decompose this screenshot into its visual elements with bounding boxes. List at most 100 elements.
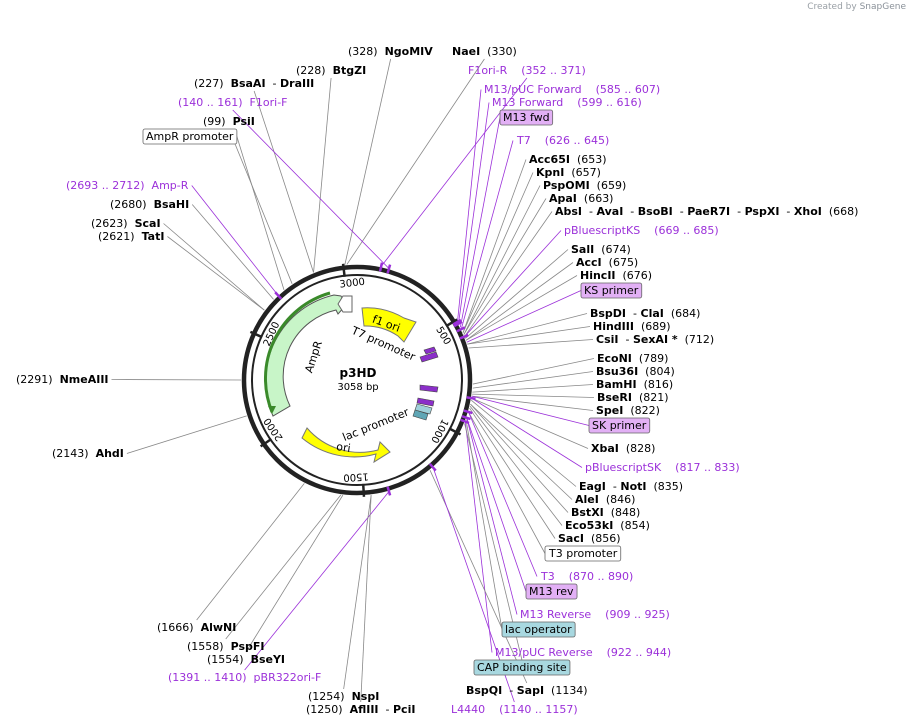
label-box-lacop: [501, 621, 576, 638]
label-afliii-seg-0: (1250): [306, 703, 350, 716]
leader-bseyi: [245, 494, 344, 653]
label-kpni-seg-0: KpnI: [536, 166, 564, 179]
label-m13rev[interactable]: M13 rev: [529, 585, 574, 598]
label-absi-seg-5: -: [673, 205, 687, 218]
label-nspi[interactable]: (1254) NspI: [308, 690, 379, 703]
label-bsahi[interactable]: (2680) BsaHI: [110, 198, 189, 211]
label-naei[interactable]: NaeI (330): [452, 45, 517, 58]
label-ngomiv[interactable]: (328) NgoMIV: [348, 45, 433, 58]
label-bspdi-seg-1: -: [626, 307, 640, 320]
label-lacop[interactable]: lac operator: [505, 623, 572, 636]
label-kpni[interactable]: KpnI (657): [536, 166, 601, 179]
label-hindiii[interactable]: HindIII (689): [593, 320, 671, 333]
leader-m13rev: [466, 417, 527, 592]
label-m13rev-seg-0: M13 rev: [529, 585, 574, 598]
site-marker-t3: [463, 409, 473, 415]
label-ampr-seg-0: (2693 .. 2712) Amp-R: [66, 179, 189, 192]
label-absi-seg-3: -: [623, 205, 637, 218]
label-pbsk[interactable]: pBluescriptSK (817 .. 833): [585, 461, 740, 474]
label-eagi-seg-3: (835): [647, 480, 684, 493]
label-csii[interactable]: CsiI - SexAI * (712): [596, 333, 714, 346]
label-f1orif[interactable]: (140 .. 161) F1ori-F: [178, 96, 287, 109]
label-ksprimer[interactable]: KS primer: [584, 284, 639, 297]
label-m13pucrev[interactable]: M13/pUC Reverse (922 .. 944): [495, 646, 671, 659]
label-absi-seg-11: (668): [822, 205, 859, 218]
label-ahdi[interactable]: (2143) AhdI: [52, 447, 124, 460]
label-bseyi[interactable]: (1554) BseYI: [207, 653, 285, 666]
label-m13fwdbox[interactable]: M13 fwd: [503, 111, 550, 124]
leader-absi: [464, 211, 553, 337]
label-hincii[interactable]: HincII (676): [580, 269, 652, 282]
label-bspqi-seg-0: BspQI: [466, 684, 502, 697]
label-bsu36i[interactable]: Bsu36I (804): [596, 365, 675, 378]
label-xbai[interactable]: XbaI (828): [591, 442, 655, 455]
label-sali[interactable]: SalI (674): [571, 243, 631, 256]
label-pbksks[interactable]: pBluescriptKS (669 .. 685): [564, 224, 719, 237]
credit-text: Created by: [807, 2, 857, 12]
ampr-arrowhead: [268, 406, 276, 414]
label-tati[interactable]: (2621) TatI: [98, 230, 164, 243]
label-saci[interactable]: SacI (856): [558, 532, 621, 545]
leader-pspfi: [225, 494, 342, 640]
label-afliii-seg-2: -: [379, 703, 393, 716]
label-absi[interactable]: AbsI - AvaI - BsoBI - PaeR7I - PspXI - X…: [555, 205, 858, 218]
ori-feature[interactable]: [301, 427, 391, 464]
label-scai[interactable]: (2623) ScaI: [91, 217, 161, 230]
label-t3prom[interactable]: T3 promoter: [548, 547, 618, 560]
label-alwni[interactable]: (1666) AlwNI: [157, 621, 236, 634]
label-spei[interactable]: SpeI (822): [596, 404, 660, 417]
label-nmeaiii[interactable]: (2291) NmeAIII: [16, 373, 109, 386]
label-btgzi[interactable]: (228) BtgZI: [296, 64, 366, 77]
leader-t3: [468, 411, 538, 577]
label-m13puc[interactable]: M13/pUC Forward (585 .. 607): [484, 83, 660, 96]
label-skprimer-seg-0: SK primer: [592, 419, 647, 432]
label-eco53ki[interactable]: Eco53kI (854): [565, 519, 650, 532]
label-alei[interactable]: AleI (846): [575, 493, 635, 506]
label-psii[interactable]: (99) PsiI: [203, 115, 255, 128]
label-bstxi[interactable]: BstXI (848): [571, 506, 640, 519]
ampr-feature[interactable]: [265, 294, 347, 417]
label-econi[interactable]: EcoNI (789): [597, 352, 668, 365]
label-capbs-seg-0: CAP binding site: [477, 661, 567, 674]
label-acc65i[interactable]: Acc65I (653): [529, 153, 607, 166]
f1-ori-feature[interactable]: [361, 307, 417, 343]
label-pbr322[interactable]: (1391 .. 1410) pBR322ori-F: [168, 671, 321, 684]
label-amprprom[interactable]: AmpR promoter: [146, 130, 234, 143]
label-pspfi[interactable]: (1558) PspFI: [187, 640, 264, 653]
label-t7[interactable]: T7 (626 .. 645): [516, 134, 609, 147]
leader-bstxi: [470, 403, 569, 513]
label-pspomi[interactable]: PspOMI (659): [543, 179, 626, 192]
label-l4440[interactable]: L4440 (1140 .. 1157): [451, 703, 578, 716]
label-t3[interactable]: T3 (870 .. 890): [540, 570, 633, 583]
label-ampr[interactable]: (2693 .. 2712) Amp-R: [66, 179, 189, 192]
label-m13fwd[interactable]: M13 Forward (599 .. 616): [492, 96, 642, 109]
label-bsaai[interactable]: (227) BsaAI - DraIII: [194, 77, 314, 90]
label-apai[interactable]: ApaI (663): [549, 192, 613, 205]
label-sali-seg-0: SalI: [571, 243, 594, 256]
label-bamhi[interactable]: BamHI (816): [596, 378, 673, 391]
label-capbs[interactable]: CAP binding site: [477, 661, 567, 674]
label-eagi-seg-2: NotI: [620, 480, 646, 493]
label-bspqi[interactable]: BspQI - SapI (1134): [466, 684, 588, 697]
label-bseri[interactable]: BseRI (821): [597, 391, 669, 404]
label-naei-seg-1: (330): [480, 45, 517, 58]
label-afliii[interactable]: (1250) AflIII - PciI: [306, 703, 415, 716]
label-eco53ki-seg-0: Eco53kI: [565, 519, 613, 532]
site-marker-m13reverse: [461, 414, 471, 421]
t7-promoter-arrow: [419, 351, 439, 363]
site-marker-pbksks: [459, 333, 469, 340]
label-eagi[interactable]: EagI - NotI (835): [579, 480, 683, 493]
label-acci[interactable]: AccI (675): [576, 256, 638, 269]
label-pbsk-seg-0: pBluescriptSK (817 .. 833): [585, 461, 740, 474]
label-skprimer[interactable]: SK primer: [592, 419, 647, 432]
leader-bsaai: [253, 90, 314, 273]
label-bspdi[interactable]: BspDI - ClaI (684): [590, 307, 700, 320]
label-absi-seg-6: PaeR7I: [687, 205, 730, 218]
label-t7-seg-0: T7 (626 .. 645): [516, 134, 609, 147]
label-apai-seg-1: (663): [577, 192, 614, 205]
tick-label-1500: 1500: [343, 470, 369, 482]
label-m13reverse[interactable]: M13 Reverse (909 .. 925): [520, 608, 670, 621]
label-box-ksprimer: [580, 282, 643, 299]
label-f1orir[interactable]: F1ori-R (352 .. 371): [468, 64, 586, 77]
label-econi-seg-1: (789): [632, 352, 669, 365]
